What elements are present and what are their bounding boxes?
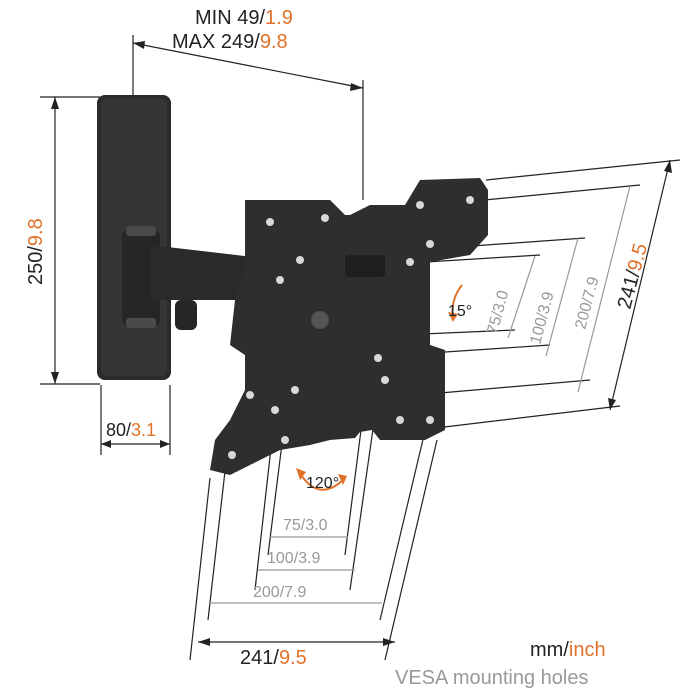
plate-width-label: 80/3.1 — [106, 420, 156, 440]
vesa-plate — [210, 178, 488, 475]
hole — [228, 451, 236, 459]
arm-extension-line — [132, 42, 364, 89]
vesa-plate-body — [210, 178, 488, 475]
hole — [426, 416, 434, 424]
plate-height-label: 250/9.8 — [25, 218, 47, 285]
arrow-v241-top — [664, 160, 672, 173]
hole — [291, 386, 299, 394]
arrow-v241-bottom — [608, 398, 616, 410]
arrow-height-bottom — [51, 372, 59, 384]
vesa-h-100-label: 100/3.9 — [267, 550, 320, 567]
arrow-h241-left — [198, 638, 210, 646]
hole — [416, 201, 424, 209]
swivel-arrow-right-icon — [338, 474, 347, 485]
min-extension-label: MIN 49/1.9 — [195, 7, 293, 29]
vesa-h-ext-right-241 — [384, 439, 438, 661]
vesa-v-100-label: 100/3.9 — [527, 290, 557, 346]
mounting-holes — [228, 196, 474, 459]
unit-legend: mm/inch — [530, 639, 606, 661]
hole — [271, 406, 279, 414]
max-extension-label: MAX 249/9.8 — [172, 31, 288, 53]
arrow-width-left — [101, 440, 111, 448]
hole — [281, 436, 289, 444]
hole — [276, 276, 284, 284]
vesa-v-200-label: 200/7.9 — [572, 275, 602, 331]
arm-joint — [175, 300, 197, 330]
hinge-cap-bottom — [126, 318, 156, 328]
vesa-v-line-75 — [507, 255, 536, 339]
vesa-h-200-label: 200/7.9 — [253, 584, 306, 601]
dimension-lines — [40, 35, 681, 661]
vesa-v-75-label: 75/3.0 — [484, 289, 512, 336]
vesa-v-line-200 — [577, 185, 631, 393]
hinge-cap-top — [126, 226, 156, 236]
tilt-arrow-icon — [448, 312, 458, 322]
hole — [321, 214, 329, 222]
arrow-height-top — [51, 97, 59, 109]
vesa-v-line-241 — [609, 159, 671, 411]
hole — [266, 218, 274, 226]
arrow-width-right — [160, 440, 170, 448]
arrow-ext-right — [350, 83, 363, 91]
swivel-arrow-left-icon — [296, 468, 306, 480]
vesa-v-ext-bottom-200 — [439, 379, 591, 394]
tilt-label: 15° — [448, 303, 472, 320]
vesa-plate-slot — [345, 255, 385, 277]
vesa-h-75-label: 75/3.0 — [283, 517, 328, 534]
vesa-h-ext-left-200 — [207, 444, 229, 621]
vesa-v-ext-bottom-241 — [435, 405, 621, 429]
vesa-v-241-label: 241/9.5 — [614, 241, 653, 311]
vesa-h-ext-right-200 — [379, 409, 431, 621]
vesa-v-line-100 — [545, 237, 579, 357]
hole — [374, 354, 382, 362]
vesa-caption: VESA mounting holes — [395, 667, 588, 689]
hole — [296, 256, 304, 264]
arrowheads — [51, 41, 672, 646]
hole — [406, 258, 414, 266]
hole — [246, 391, 254, 399]
vesa-v-ext-top-200 — [473, 184, 641, 202]
rotation-arrowheads — [296, 312, 458, 485]
brand-logo-icon — [311, 311, 329, 329]
arrow-ext-left — [133, 41, 145, 49]
arm-segment — [150, 245, 262, 300]
hole — [396, 416, 404, 424]
hole — [426, 240, 434, 248]
hole — [466, 196, 474, 204]
swivel-label: 120° — [306, 475, 339, 492]
vesa-h-241-label: 241/9.5 — [240, 647, 307, 669]
swing-arm — [122, 226, 262, 330]
arrow-h241-right — [383, 638, 395, 646]
vesa-h-ext-left-241 — [189, 477, 211, 661]
hole — [381, 376, 389, 384]
vesa-v-ext-top-241 — [485, 159, 681, 181]
